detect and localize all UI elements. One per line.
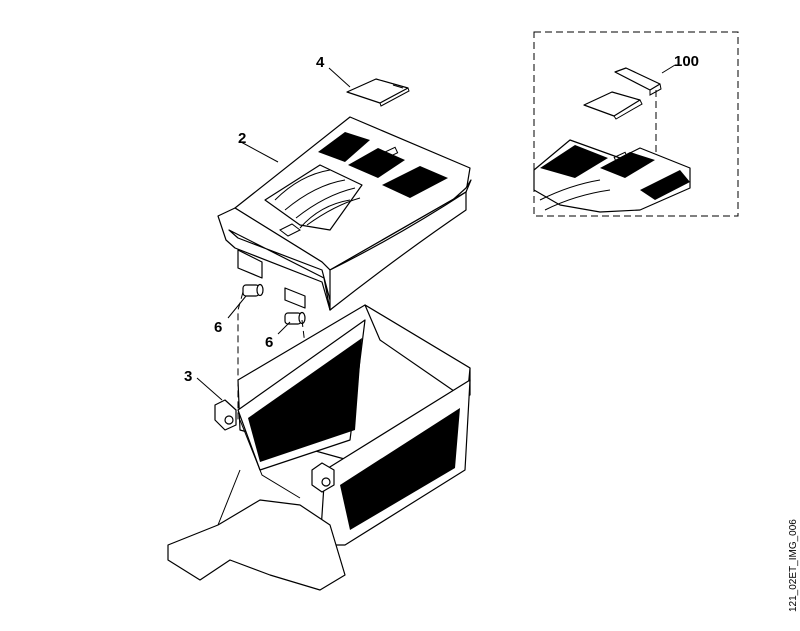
part-6-pin-right <box>277 311 306 335</box>
callout-3: 3 <box>184 368 192 385</box>
leader-100 <box>661 64 676 74</box>
image-code: 121_02ET_IMG_006 <box>788 519 799 612</box>
leader-3 <box>196 377 223 401</box>
inset-frame <box>533 31 739 217</box>
callout-6a: 6 <box>214 319 222 336</box>
detail-inset <box>533 31 739 217</box>
callout-2: 2 <box>238 130 246 147</box>
part-4-flap <box>328 67 410 107</box>
part-3-basket <box>167 304 471 591</box>
leader-4 <box>328 67 351 88</box>
leader-6a <box>227 295 247 319</box>
part-6-pin-left <box>227 283 264 319</box>
callout-100: 100 <box>674 53 699 70</box>
part-2-lid <box>217 116 472 311</box>
callout-6b: 6 <box>265 334 273 351</box>
leader-6b <box>277 321 291 335</box>
callout-4: 4 <box>316 54 325 71</box>
leader-2 <box>240 141 279 163</box>
